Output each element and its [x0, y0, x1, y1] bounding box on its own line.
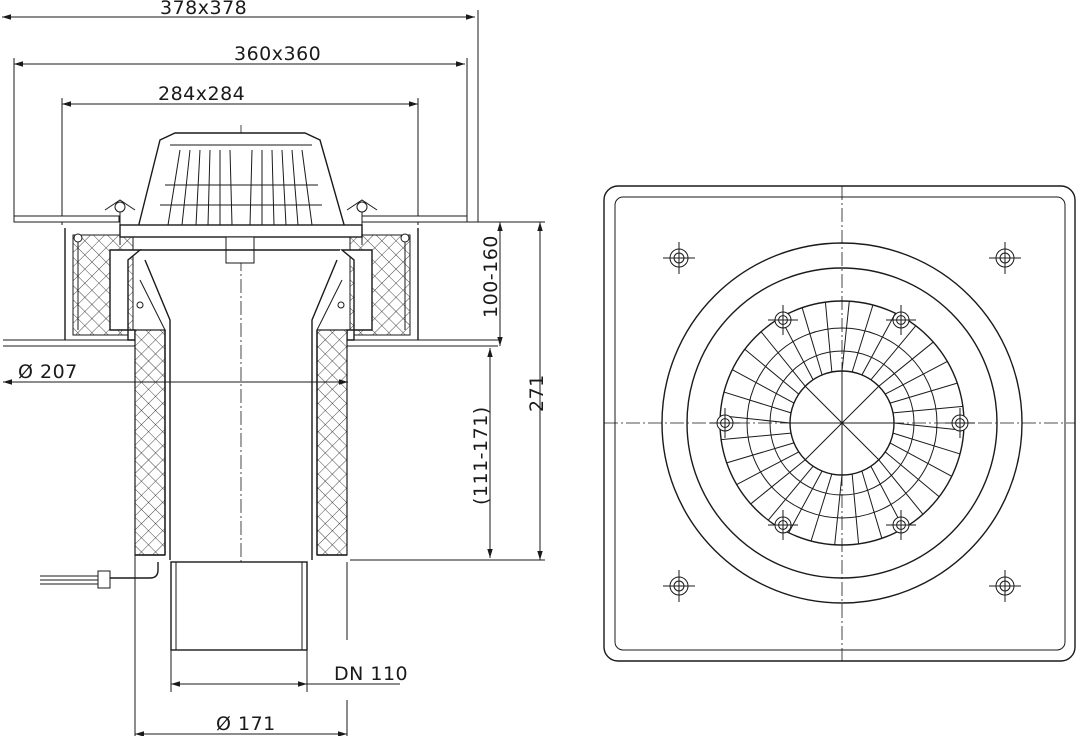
dimension-insulation-diameter: Ø 207 [3, 361, 348, 385]
grate-spokes [720, 301, 964, 545]
insulation-diameter-label: Ø 207 [18, 361, 78, 383]
grate-spoke [760, 331, 806, 387]
grate-spoke [892, 432, 961, 455]
inner-flange-label: 284x284 [158, 83, 245, 105]
outer-ring [661, 242, 1023, 604]
grate-spoke [788, 470, 823, 533]
grate-spoke [878, 341, 934, 387]
ring-screw [768, 510, 798, 540]
ring-screw [945, 408, 975, 438]
corner-screws [663, 242, 1021, 602]
height-range-label: 100-160 [480, 235, 502, 318]
body-diameter-label: Ø 171 [216, 713, 276, 735]
dimension-adjustable-range: (111-171) [350, 348, 545, 561]
grate-spoke [893, 422, 964, 431]
dimension-outer-flange: 378x378 [2, 0, 479, 222]
grate-ring-1 [746, 327, 938, 519]
grate-spoke [726, 442, 795, 464]
grate-spoke [834, 474, 843, 545]
grate-spoke [884, 451, 940, 498]
clamping-ring [686, 267, 998, 579]
grate-spoke [889, 382, 958, 404]
screw-left [136, 301, 144, 309]
membrane-flange-label: 360x360 [234, 43, 321, 65]
grate-spoke [810, 473, 833, 542]
plan-view [603, 185, 1076, 662]
grate-spoke [861, 470, 883, 539]
grate-spoke [851, 304, 874, 373]
insulated-body [134, 259, 348, 560]
heating-cable [40, 562, 159, 589]
corner-screw [989, 570, 1021, 602]
grate-spoke [861, 313, 896, 376]
dimension-membrane-flange: 360x360 [13, 43, 468, 222]
dimension-pipe-size: DN 110 [170, 562, 408, 692]
pipe-size-label: DN 110 [334, 663, 408, 685]
dimension-inner-flange: 284x284 [61, 83, 419, 225]
corner-screw [663, 242, 695, 274]
grate-ring-2 [769, 350, 915, 496]
grate-spoke [841, 301, 850, 372]
total-height-label: 271 [526, 374, 548, 412]
hub-rib [841, 422, 880, 461]
grate-spoke [723, 391, 792, 414]
grate-spoke [878, 459, 924, 515]
grate-spoke [732, 369, 795, 404]
corner-screw [989, 242, 1021, 274]
grate-spoke [720, 415, 791, 424]
grate-spoke [721, 432, 792, 441]
grate-spoke [824, 302, 833, 373]
ring-screw [886, 510, 916, 540]
outer-flange [3, 215, 498, 347]
grate-spoke [885, 360, 948, 395]
grate-spoke [767, 465, 814, 521]
clamp-left [73, 199, 136, 330]
grate-spoke [851, 473, 860, 544]
hub-rib [804, 422, 843, 461]
ring-screw [886, 305, 916, 335]
ring-screw [710, 408, 740, 438]
hub-rib [804, 385, 843, 424]
dimension-height-range: 100-160 [420, 221, 510, 346]
ring-screw [768, 305, 798, 335]
grate-spoke [750, 459, 806, 505]
inner-square-flange [614, 196, 1066, 651]
grate-spoke [736, 451, 799, 486]
dimension-total-height: 271 [500, 221, 548, 560]
grate-spoke [892, 405, 963, 414]
leaf-guard-dome [119, 132, 363, 264]
adjustable-range-label: (111-171) [470, 406, 492, 505]
grate-spoke [744, 348, 800, 395]
ring-screws [710, 305, 975, 540]
outlet-pipe [170, 561, 308, 651]
grate-spoke [870, 325, 917, 381]
screw-right [337, 301, 345, 309]
section-view: 378x378 360x360 284x284 [2, 0, 548, 736]
upper-housing [64, 228, 419, 341]
clamp-right [346, 199, 410, 330]
grate-spoke [889, 442, 952, 477]
dimension-body-diameter: Ø 171 [134, 555, 348, 736]
corner-screw [663, 570, 695, 602]
grate-spoke [779, 317, 814, 380]
hub-rib [841, 385, 880, 424]
outer-flange-label: 378x378 [160, 0, 247, 19]
grate-spoke [801, 307, 823, 376]
